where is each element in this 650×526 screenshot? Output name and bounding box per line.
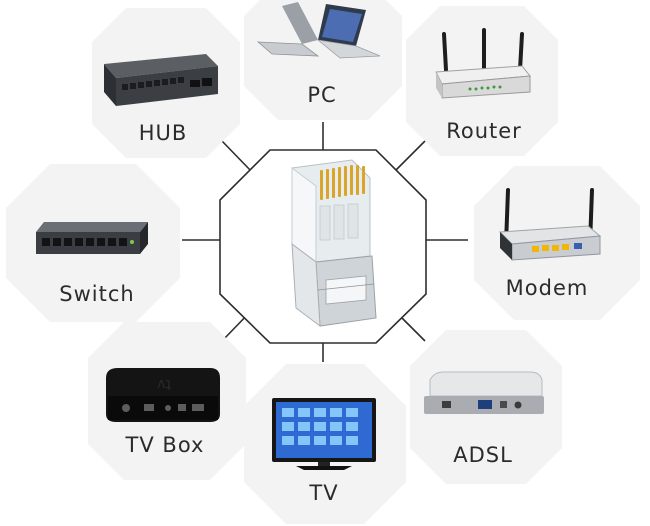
center-hub — [219, 149, 427, 344]
rj45-connector-icon — [291, 159, 377, 328]
svg-text:tv: tv — [157, 376, 171, 392]
node-switch-label: Switch — [59, 282, 134, 306]
node-tv-label: TV — [308, 481, 338, 505]
node-tvbox: tv TV Box — [88, 322, 246, 480]
node-pc-label: PC — [307, 83, 336, 107]
laptop-icon — [256, 2, 381, 59]
router-icon — [435, 28, 531, 99]
switch-icon — [36, 222, 148, 254]
adsl-modem-icon — [424, 371, 544, 414]
node-router: Router — [406, 6, 558, 156]
television-icon — [272, 398, 376, 470]
node-hub-label: HUB — [139, 121, 188, 145]
node-pc-background — [244, 0, 402, 120]
node-adsl: ADSL — [410, 330, 562, 484]
connector-hub — [221, 140, 253, 173]
node-switch: Switch — [6, 164, 180, 322]
hub-icon — [104, 54, 218, 106]
node-adsl-label: ADSL — [453, 443, 513, 467]
node-modem-label: Modem — [506, 276, 589, 300]
node-tv: TV — [244, 364, 406, 524]
tv-box-icon: tv — [106, 368, 220, 422]
node-modem: Modem — [474, 166, 640, 320]
connector-router — [393, 140, 426, 173]
node-hub: HUB — [92, 8, 240, 158]
node-tvbox-label: TV Box — [125, 433, 205, 457]
node-pc: PC — [244, 0, 402, 120]
modem-icon — [498, 188, 602, 261]
node-router-label: Router — [446, 119, 522, 143]
